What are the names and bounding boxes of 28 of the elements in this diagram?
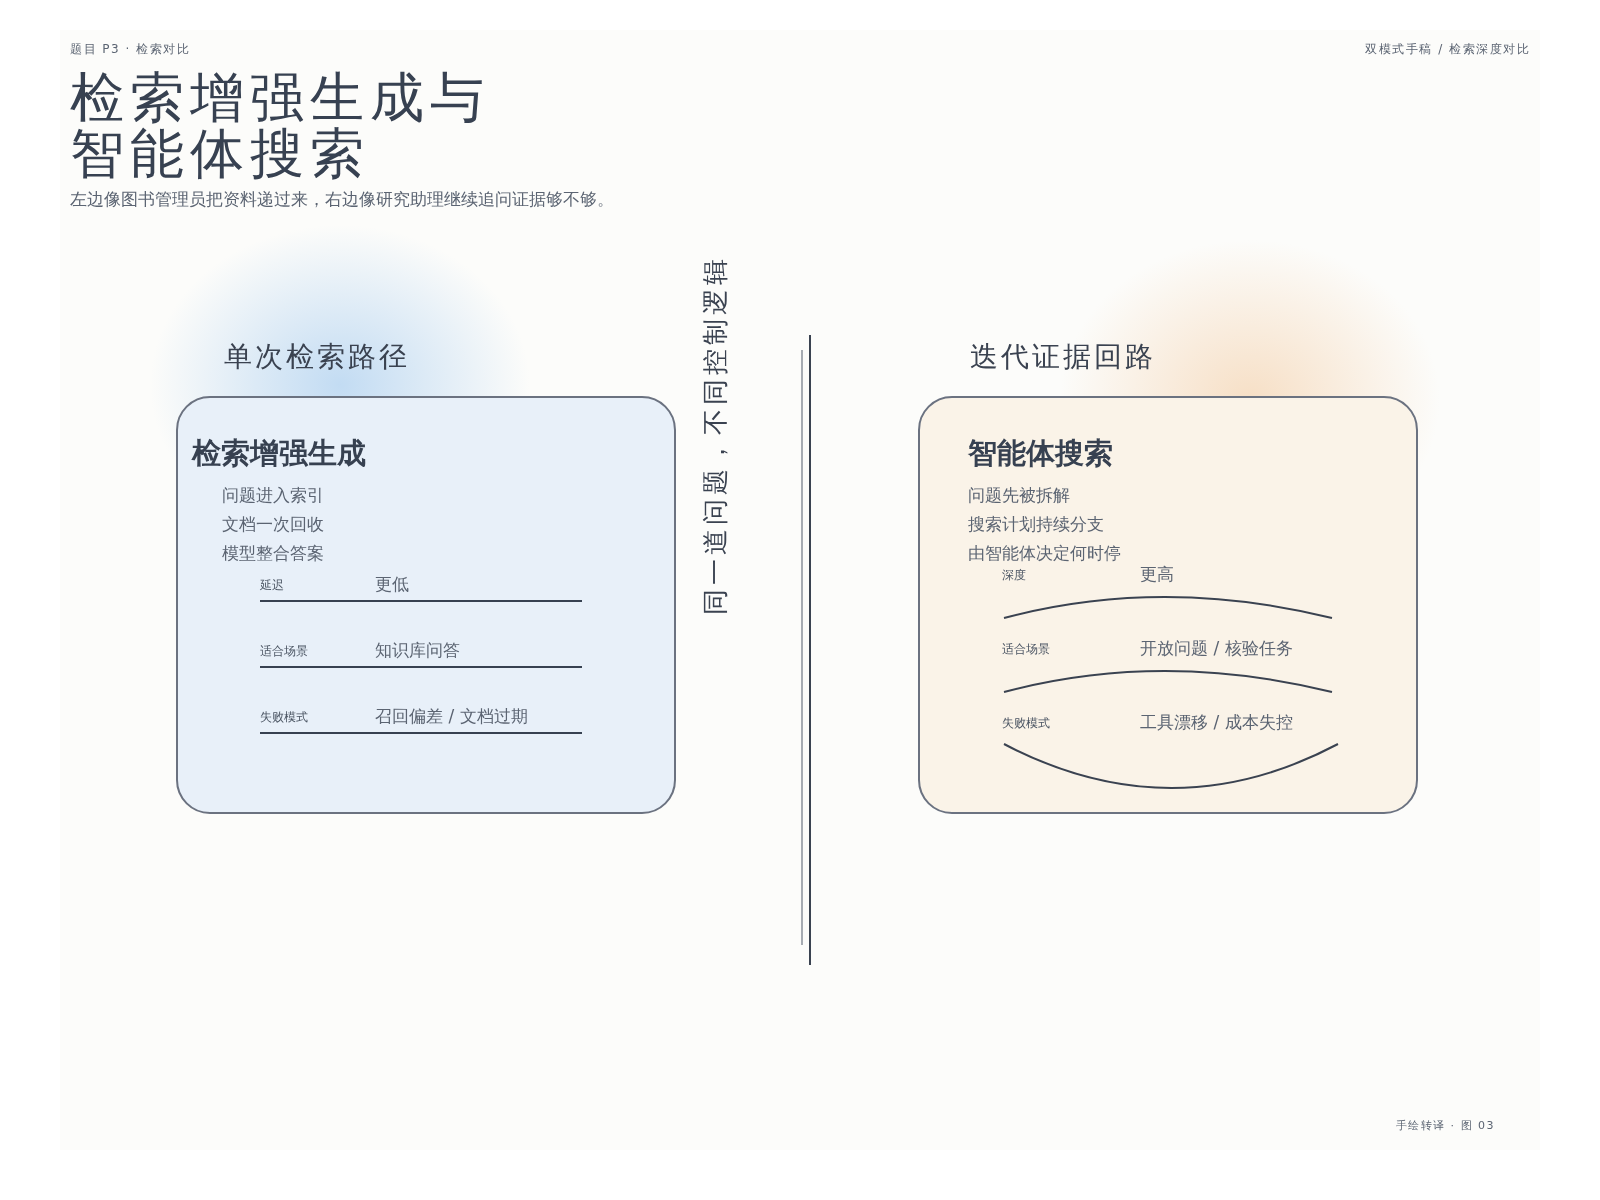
step-text: 搜索计划持续分支 — [968, 513, 1104, 536]
header-text: 题目 P3 · 检索对比 — [70, 41, 191, 58]
field-value: 工具漂移 / 成本失控 — [1140, 711, 1293, 734]
title: 检索增强生成与智能体搜索 — [70, 70, 491, 182]
field-label: 失败模式 — [260, 709, 308, 726]
field-value: 召回偏差 / 文档过期 — [375, 705, 528, 728]
subtitle-text: 左边像图书管理员把资料递过来，右边像研究助理继续追问证据够不够。 — [70, 188, 614, 211]
step-text: 问题进入索引 — [222, 484, 324, 507]
footer-text: 手绘转译 · 图 03 — [1395, 1118, 1495, 1133]
field-value: 开放问题 / 核验任务 — [1140, 637, 1293, 660]
vertical-caption: 同一道问题，不同控制逻辑 — [698, 255, 731, 615]
panel-heading: 单次检索路径 — [224, 339, 410, 375]
header-text: 双模式手稿 / 检索深度对比 — [1365, 41, 1530, 58]
field-value: 知识库问答 — [375, 639, 460, 662]
field-label: 延迟 — [260, 577, 284, 594]
card-title: 智能体搜索 — [968, 435, 1113, 472]
panel-heading: 迭代证据回路 — [970, 339, 1156, 375]
field-value: 更高 — [1140, 563, 1174, 586]
field-label: 失败模式 — [1002, 715, 1050, 732]
step-text: 模型整合答案 — [222, 542, 324, 565]
field-label: 深度 — [1002, 567, 1026, 584]
step-text: 由智能体决定何时停 — [968, 542, 1121, 565]
step-text: 文档一次回收 — [222, 513, 324, 536]
card-title: 检索增强生成 — [192, 435, 366, 472]
step-text: 问题先被拆解 — [968, 484, 1070, 507]
field-label: 适合场景 — [260, 643, 308, 660]
field-value: 更低 — [375, 573, 409, 596]
field-label: 适合场景 — [1002, 641, 1050, 658]
